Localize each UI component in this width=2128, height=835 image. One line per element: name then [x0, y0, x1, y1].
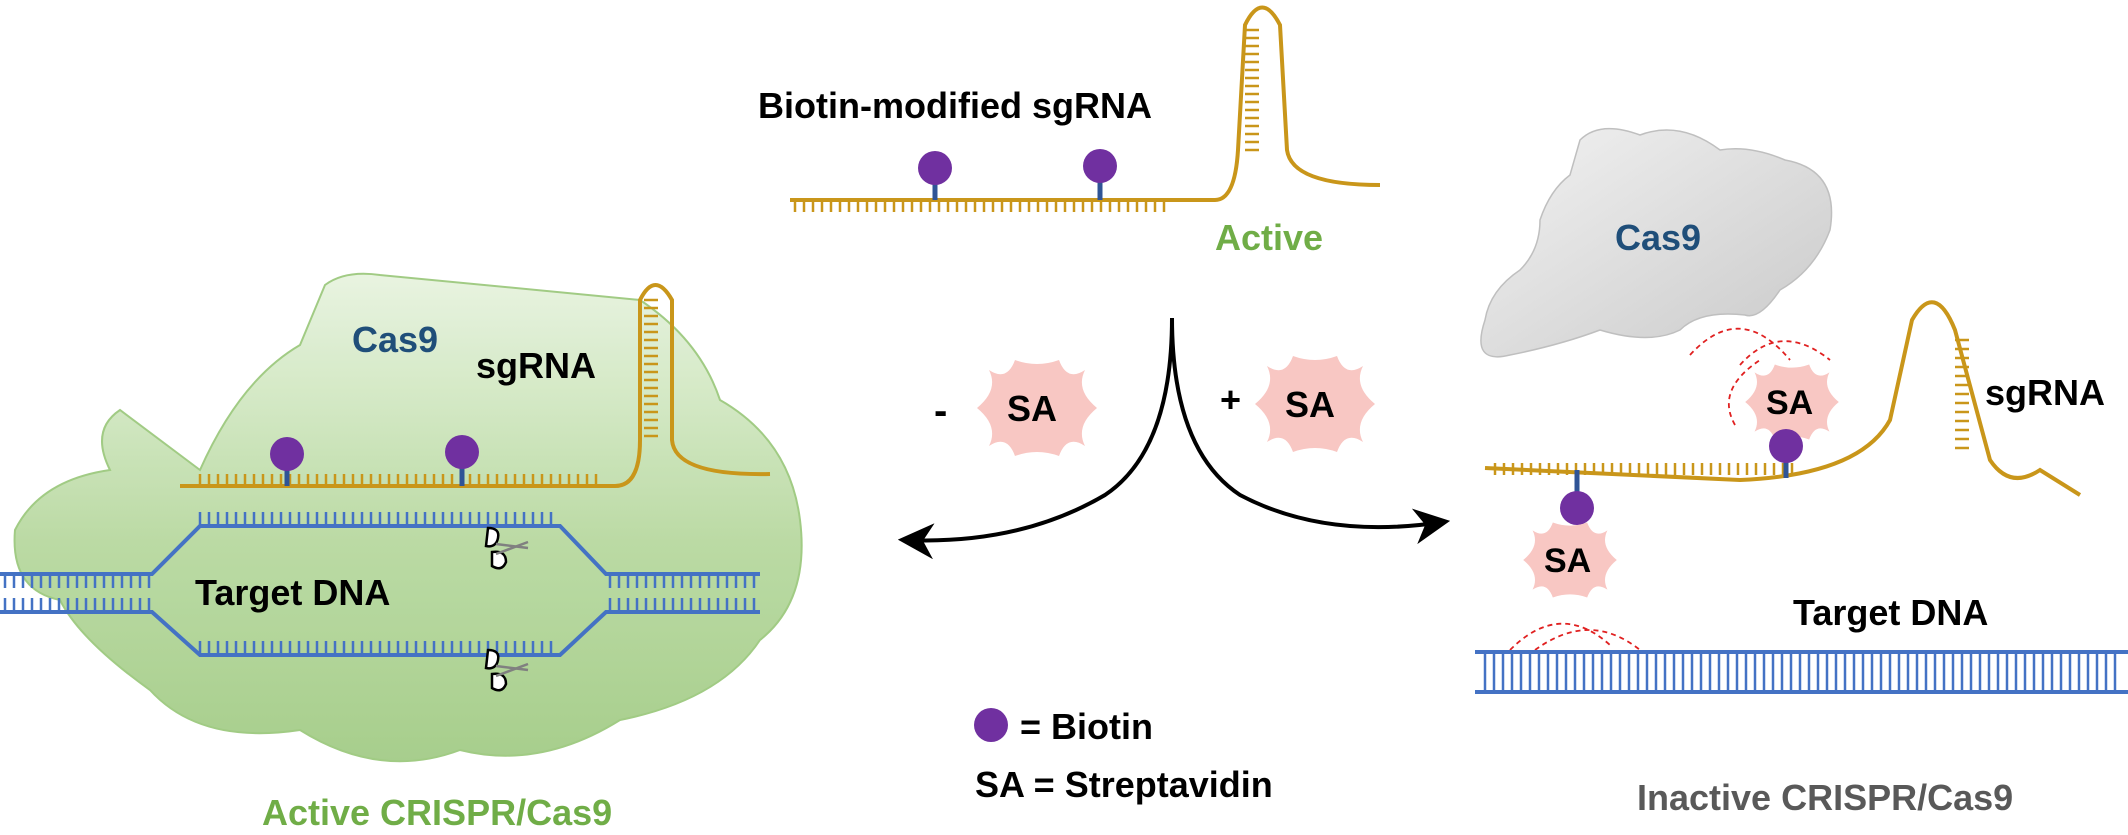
legend: = Biotin SA = Streptavidin: [974, 706, 1273, 805]
biotin-icon: [270, 437, 304, 471]
right-sgrna-strand: [1484, 300, 2082, 497]
left-biotin-1: [270, 437, 304, 486]
cas9-inactive-blob: [1480, 127, 1833, 358]
active-label: Active: [1215, 217, 1323, 258]
steric-clash-top: [1689, 327, 1831, 426]
right-biotin-bottom: [1560, 470, 1594, 525]
streptavidin-icon: SA: [1255, 356, 1375, 452]
biotin-icon: [1560, 491, 1594, 525]
top-biotin-2: [1083, 149, 1117, 200]
scissors-icon: [484, 526, 529, 570]
left-target-dna: [0, 512, 760, 657]
top-sgrna-strand: [790, 5, 1381, 202]
minus-sign: -: [934, 389, 947, 433]
sa-right-top-label: SA: [1766, 384, 1813, 422]
cas9-left-label: Cas9: [352, 319, 438, 360]
top-biotin-1: [918, 151, 952, 200]
right-target-dna: [1475, 650, 2128, 694]
active-complex-group: Cas9 sgRNA Target DNA Active CRISPR/Cas9: [0, 272, 803, 833]
top-sgrna-bases: [793, 28, 1259, 212]
target-dna-right-label: Target DNA: [1793, 592, 1988, 633]
streptavidin-icon: SA: [1523, 522, 1617, 598]
sa-plus-label: SA: [1285, 384, 1335, 425]
sa-right-bottom-label: SA: [1544, 542, 1591, 580]
streptavidin-icon: SA: [1745, 364, 1839, 440]
streptavidin-icon: SA: [977, 360, 1097, 456]
biotin-icon: [445, 435, 479, 469]
biotin-sgrna-label: Biotin-modified sgRNA: [758, 85, 1152, 126]
biotin-icon: [1083, 149, 1117, 183]
arrow-to-active: [897, 317, 1174, 560]
biotin-icon: [1769, 429, 1803, 463]
left-biotin-2: [445, 435, 479, 486]
target-dna-left-label: Target DNA: [195, 572, 390, 613]
inactive-complex-group: Cas9 sgRNA SA SA Target: [1475, 127, 2128, 818]
legend-streptavidin: SA = Streptavidin: [975, 764, 1273, 805]
plus-sign: +: [1220, 379, 1241, 420]
sgrna-left-label: sgRNA: [476, 345, 596, 386]
sgrna-right-label: sgRNA: [1985, 372, 2105, 413]
biotin-icon: [974, 708, 1008, 742]
reaction-arrows: - + SA SA: [897, 317, 1451, 560]
arrow-to-inactive: [1170, 317, 1451, 545]
cas9-right-label: Cas9: [1615, 217, 1701, 258]
left-sgrna-strand: [180, 283, 771, 488]
steric-clash-bottom: [1509, 622, 1641, 651]
inactive-crispr-label: Inactive CRISPR/Cas9: [1637, 777, 2013, 818]
legend-biotin: = Biotin: [1020, 706, 1153, 747]
biotin-icon: [918, 151, 952, 185]
scissors-icon: [484, 648, 529, 692]
sa-minus-label: SA: [1007, 388, 1057, 429]
right-biotin-top: [1769, 429, 1803, 478]
top-sgrna-group: Biotin-modified sgRNA Active: [758, 5, 1381, 258]
active-crispr-label: Active CRISPR/Cas9: [262, 792, 612, 833]
